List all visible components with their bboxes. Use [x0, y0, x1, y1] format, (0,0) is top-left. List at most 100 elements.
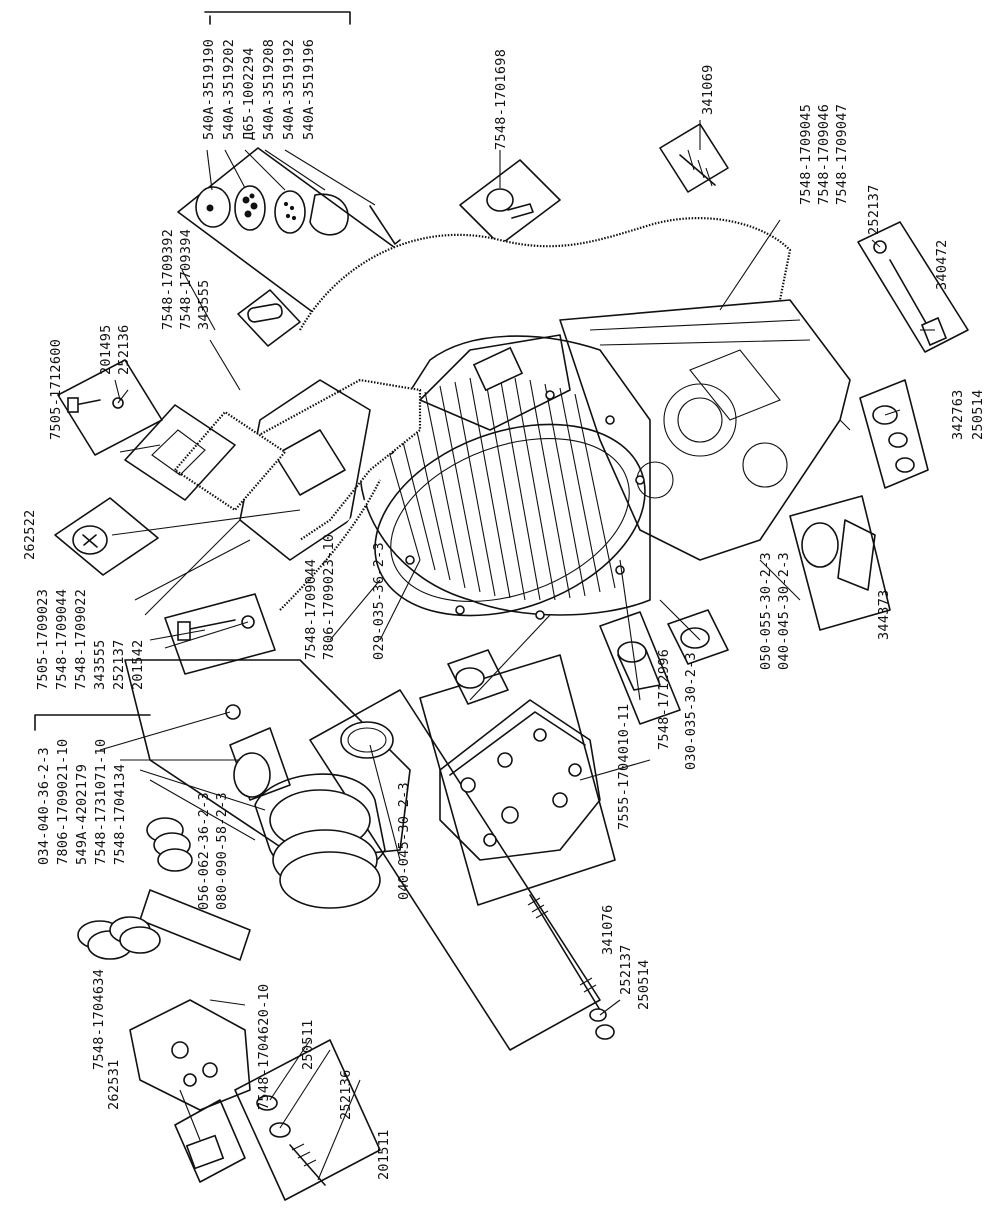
pump-assembly — [340, 699, 615, 1040]
label-540a-3519190: 540А-3519190 — [201, 39, 217, 140]
cylinder-assembly — [77, 704, 386, 961]
label-7548-1704620-10: 7548-1704620-10 — [256, 984, 272, 1110]
label-050-055-30-2-3: 050-055-30-2-3 — [758, 552, 774, 670]
bolt-201511 — [289, 1144, 326, 1186]
label-7548-1709046: 7548-1709046 — [816, 104, 832, 205]
callout-box-ring-mid — [447, 649, 509, 705]
bolt-right — [889, 259, 931, 331]
label-252136-top: 252136 — [116, 324, 132, 375]
label-340472: 340472 — [934, 239, 950, 290]
label-252137-left: 252137 — [111, 639, 127, 690]
washer-252136 — [269, 1122, 291, 1138]
main-housing — [299, 217, 851, 620]
callout-box-bolt-201542 — [164, 593, 276, 675]
flexible-strip — [279, 479, 381, 611]
label-030-035-30-2-3: 030-035-30-2-3 — [683, 652, 699, 770]
plug-262531 — [185, 1134, 225, 1170]
washer-250511 — [256, 1095, 278, 1111]
ring-029 — [455, 667, 485, 689]
filter-parts — [195, 185, 401, 245]
label-540a-3519208: 540А-3519208 — [261, 39, 277, 140]
label-7548-1731071-10: 7548-1731071-10 — [93, 739, 109, 865]
label-7548-1709392: 7548-1709392 — [160, 229, 176, 330]
label-262531: 262531 — [106, 1059, 122, 1110]
label-252137-bottom: 252137 — [618, 944, 634, 995]
label-040-045-30-2-3-center: 040-045-30-2-3 — [396, 782, 412, 900]
callout-box-plug-262522 — [54, 497, 159, 576]
pump-seal-ring — [340, 721, 394, 759]
label-7548-1712996: 7548-1712996 — [656, 649, 672, 750]
label-7548-1709022: 7548-1709022 — [73, 589, 89, 690]
label-7548-1709047: 7548-1709047 — [834, 104, 850, 205]
callout-box-bolt-right — [857, 221, 969, 353]
label-7548-1709394: 7548-1709394 — [178, 229, 194, 330]
callout-box-pump-shaft — [309, 689, 601, 1051]
label-7806-1709023-10: 7806-1709023-10 — [321, 534, 337, 660]
pump-body — [439, 699, 601, 861]
label-029-035-36-2-3: 029-035-36-2-3 — [371, 542, 387, 660]
top-bracket — [419, 334, 571, 431]
bell-flange — [374, 423, 646, 617]
small-gasket — [173, 410, 287, 512]
label-262522: 262522 — [22, 509, 38, 560]
label-250514-right: 250514 — [970, 389, 986, 440]
label-7548-1709044-left: 7548-1709044 — [54, 589, 70, 690]
label-d65-1002294: Д65-1002294 — [241, 47, 257, 140]
callout-box-washer-right — [859, 379, 929, 489]
label-080-090-58-2-3: 080-090-58-2-3 — [214, 792, 230, 910]
label-7548-1709045: 7548-1709045 — [798, 104, 814, 205]
labels: 540А-3519190 540А-3519202 Д65-1002294 54… — [22, 39, 986, 1180]
ribbed-body — [359, 335, 651, 616]
label-343555-left: 343555 — [92, 639, 108, 690]
label-201511: 201511 — [376, 1129, 392, 1180]
label-252137-top: 252137 — [866, 184, 882, 235]
label-549a-4202179: 549А-4202179 — [74, 764, 90, 865]
label-7548-1704134: 7548-1704134 — [112, 764, 128, 865]
label-250511: 250511 — [300, 1019, 316, 1070]
bracket-top — [204, 11, 351, 25]
small-pump-body — [129, 999, 251, 1111]
rear-plate — [559, 299, 851, 561]
snap-ring — [225, 704, 241, 720]
ring-050 — [680, 627, 710, 649]
label-250514-bottom: 250514 — [636, 959, 652, 1010]
label-7548-1704634: 7548-1704634 — [91, 969, 107, 1070]
label-7806-1709021-10: 7806-1709021-10 — [55, 739, 71, 865]
callout-box-plug-right — [789, 495, 891, 631]
cover-plate — [124, 404, 236, 501]
tube-shaft — [139, 889, 251, 961]
label-7548-1709044-mid: 7548-1709044 — [303, 559, 319, 660]
label-201542: 201542 — [130, 639, 146, 690]
filter-element — [274, 190, 306, 234]
eyebolt — [486, 188, 514, 212]
label-056-062-36-2-3: 056-062-36-2-3 — [196, 792, 212, 910]
filter-mesh — [234, 185, 266, 231]
pin — [247, 303, 283, 323]
label-7505-1712600: 7505-1712600 — [48, 339, 64, 440]
drain-plug — [837, 519, 876, 591]
left-cover-assembly — [124, 378, 422, 611]
bolt-201542 — [184, 619, 236, 631]
bracket-left — [34, 714, 151, 731]
callout-boxes — [54, 123, 969, 1201]
label-040-045-30-2-3-right: 040-045-30-2-3 — [776, 552, 792, 670]
bottom-housing — [129, 999, 326, 1186]
bolt-201495 — [74, 399, 101, 406]
label-7555-1704010-11: 7555-1704010-11 — [616, 704, 632, 830]
small-parts — [67, 149, 948, 691]
label-342763: 342763 — [950, 389, 966, 440]
label-540a-3519196: 540А-3519196 — [301, 39, 317, 140]
callout-box-stud — [659, 123, 729, 193]
callout-box-pin — [237, 289, 301, 347]
label-540a-3519192: 540А-3519192 — [281, 39, 297, 140]
callout-box-ring-right — [667, 609, 729, 665]
long-stud — [529, 894, 601, 1011]
label-343555-top: 343555 — [196, 279, 212, 330]
label-034-040-36-2-3: 034-040-36-2-3 — [36, 747, 52, 865]
label-252136-bottom: 252136 — [338, 1069, 354, 1120]
hex-key — [369, 205, 401, 245]
housing-gasket — [299, 217, 792, 331]
label-540a-3519202: 540А-3519202 — [221, 39, 237, 140]
